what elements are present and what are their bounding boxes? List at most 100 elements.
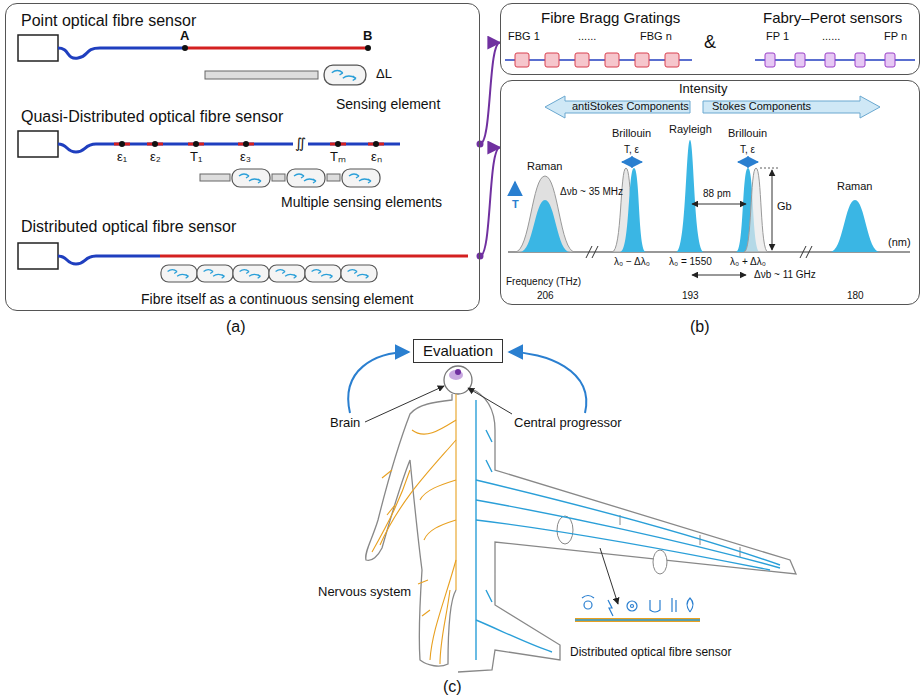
quasi-distributed-sensor-drawing-part [200,174,230,181]
grating-fibres [505,53,915,67]
human-aircraft-figure-part [455,369,461,375]
distributed-sensor-drawing-part [161,265,197,282]
human-aircraft-figure-part-part [631,605,634,608]
connector-arrow [480,43,500,144]
scattering-spectrum-part [520,200,570,252]
label: (c) [443,678,462,696]
human-aircraft-figure-part [348,352,409,413]
grating-fibres-part [515,53,679,67]
human-aircraft-figure-part-part [476,620,552,652]
label: Δνb ~ 35 MHz [560,186,623,198]
human-aircraft-figure-part-part [486,430,492,602]
point-sensor-drawing-part [185,47,368,50]
point-sensor-drawing-part [365,45,371,51]
human-aircraft-figure-part [653,550,667,574]
human-aircraft-figure-part [468,388,512,414]
quasi-distributed-sensor-drawing-part [18,131,58,157]
human-aircraft-figure-part [575,618,700,622]
label: FBG n [640,30,672,43]
human-aircraft-figure [348,352,796,672]
human-aircraft-figure-part [557,516,573,544]
label: Brain [330,416,360,431]
scattering-spectrum-part [545,96,690,118]
node-text: Quasi-Distributed optical fibre sensor [21,108,283,126]
scattering-spectrum-part [760,168,778,169]
distributed-sensor-drawing-part [233,265,269,282]
human-aircraft-figure-part-part [650,600,660,612]
human-aircraft-figure-part-part [687,598,693,612]
scattering-spectrum-part [703,96,880,118]
label: 180 [847,290,864,302]
label: εₙ [371,150,382,165]
human-aircraft-figure-part-part [476,480,780,570]
human-aircraft-figure-part [600,548,618,604]
quasi-distributed-sensor-drawing-part [119,141,379,147]
grating-fibres-part-part [885,53,895,67]
label: antiStokes Components [572,100,689,113]
node-text: Fibre Bragg Gratings [541,9,680,26]
quasi-distributed-sensor-drawing-part-part [119,141,125,147]
label: T, ε [740,144,755,156]
node-text: Distributed optical fibre sensor [21,218,236,236]
point-sensor-drawing-part [182,45,188,51]
label: Rayleigh [669,123,712,136]
quasi-distributed-sensor-drawing-part [327,174,340,181]
label: Brillouin [728,127,767,140]
node-text: Fabry–Perot sensors [763,9,902,26]
distributed-sensor-drawing-part [197,265,233,282]
label: ε₃ [240,150,251,165]
connector-arrow [480,148,500,257]
label: FP n [884,30,907,43]
label: Central progressor [514,416,622,431]
scattering-spectrum-part [772,170,773,250]
quasi-distributed-sensor-drawing-part [342,169,380,187]
scattering-spectrum-part [830,200,880,252]
distributed-sensor-drawing-part [269,265,305,282]
grating-fibres-part-part [825,53,835,67]
label: λ₀ − Δλ₀ [614,256,650,268]
human-aircraft-figure-part [365,386,444,422]
node-text: Multiple sensing elements [281,194,442,210]
label: ...... [822,30,840,43]
human-aircraft-figure-part [575,619,700,621]
label: ...... [578,30,596,43]
label: 88 pm [703,188,731,200]
point-sensor-drawing [18,35,371,85]
grating-fibres-part-part [765,53,775,67]
node-text: Fibre itself as a continuous sensing ele… [141,291,413,307]
point-sensor-drawing-part [324,65,366,85]
grating-fibres-part-part [575,53,589,67]
label: Stokes Components [712,100,811,113]
label: λ₀ + Δλ₀ [730,256,766,268]
quasi-distributed-sensor-drawing-part-part [335,141,341,147]
label: A [180,29,189,44]
scattering-spectrum-part [622,161,642,163]
human-aircraft-figure-part [458,388,796,672]
label: Raman [837,180,872,193]
human-aircraft-figure-part [444,366,472,394]
human-aircraft-figure-part-part [372,420,456,552]
scattering-spectrum-part [692,204,746,205]
distributed-sensor-drawing [18,243,468,282]
grating-fibres-part-part [605,53,619,67]
label: (b) [690,318,710,336]
point-sensor-drawing-part [205,71,318,79]
label: ΔL [376,67,392,82]
grating-sensors-panel: Fibre Bragg Gratings&Fabry–Perot sensors [500,3,920,75]
human-aircraft-figure-part [449,370,463,380]
node-text: Evaluation [423,342,493,359]
connector-dot [477,141,484,148]
human-aircraft-figure-part [372,394,456,664]
label: T [512,198,519,211]
quasi-distributed-sensor-drawing-part-part [193,141,199,147]
grating-fibres-part-part [665,53,679,67]
human-aircraft-figure-part-part [582,596,594,599]
node-text: Sensing element [336,96,440,112]
scattering-spectrum-part [692,275,746,276]
quasi-distributed-sensor-drawing-part [287,169,325,187]
connector-dot [477,253,484,260]
grating-fibres-part [505,59,692,61]
distributed-sensor-drawing-part [305,265,341,282]
evaluation-box: Evaluation [413,339,503,363]
grating-fibres-part-part [515,53,529,67]
